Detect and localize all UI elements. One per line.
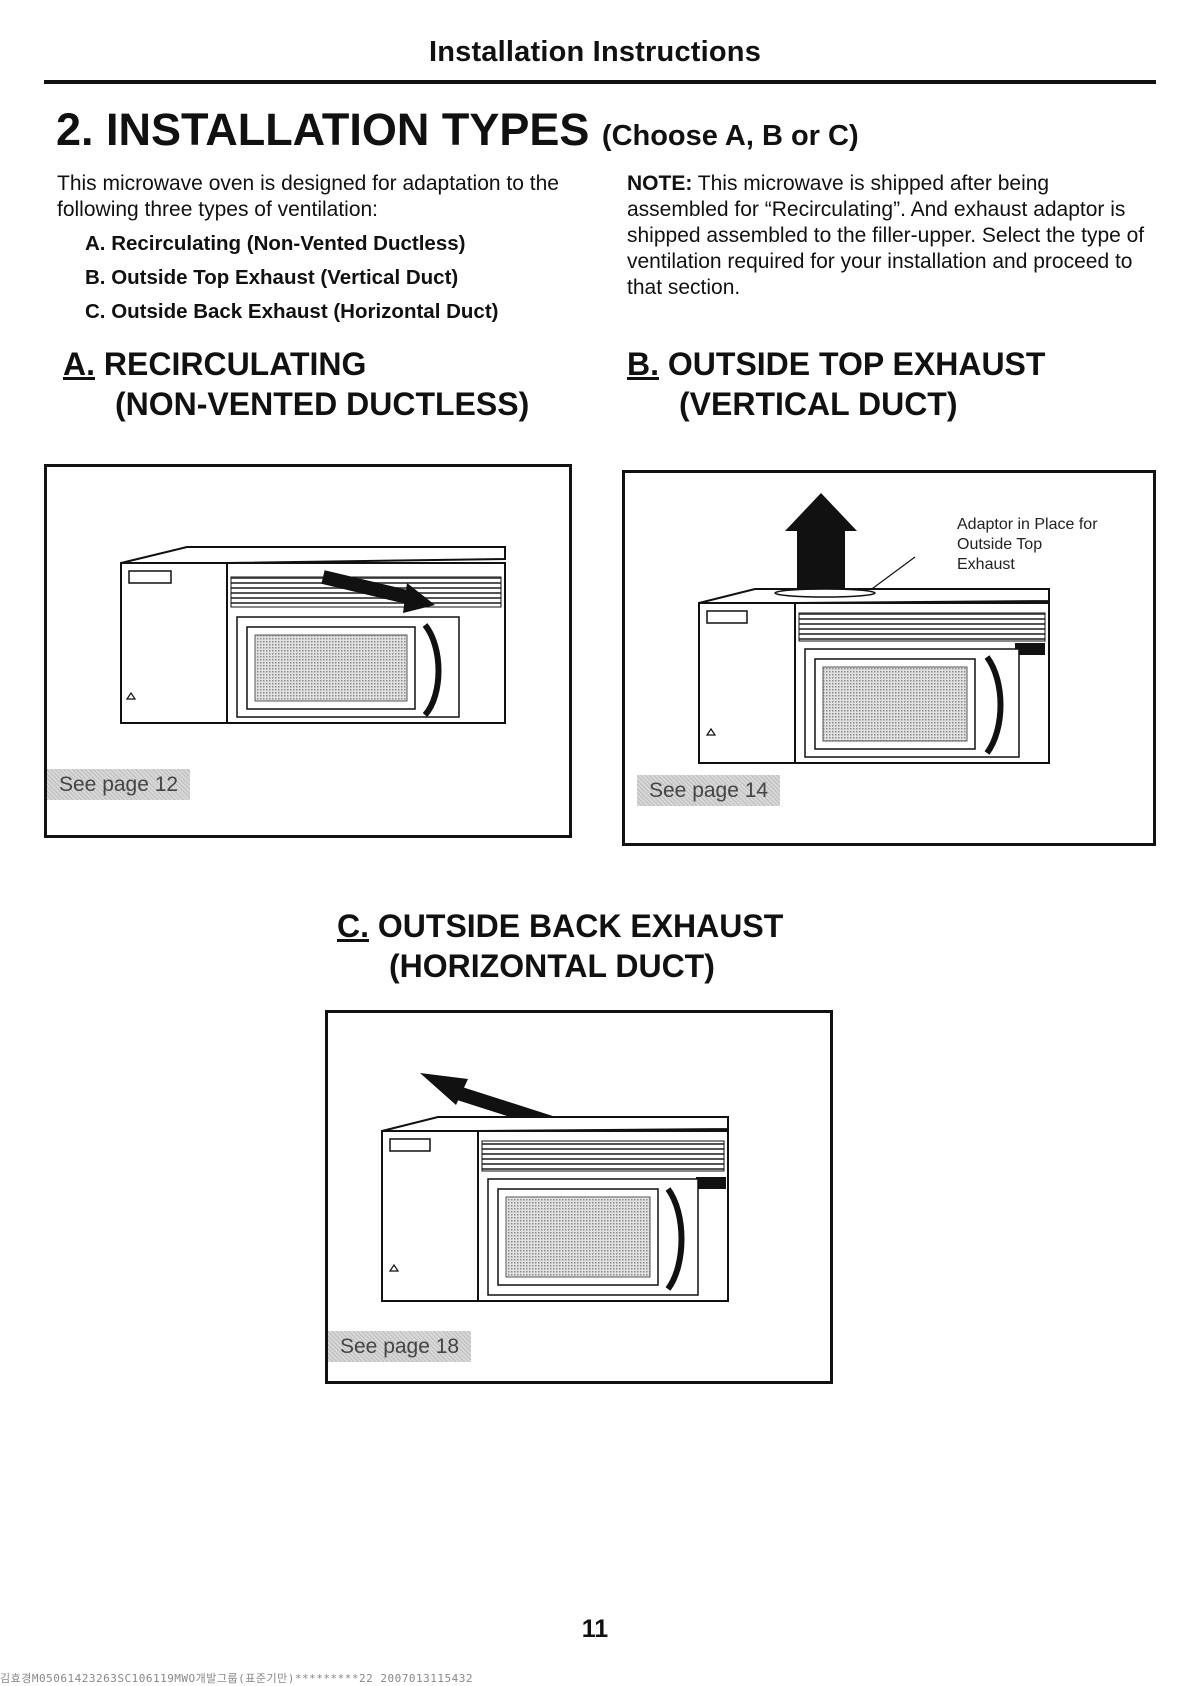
see-page-18[interactable]: See page 18 xyxy=(328,1331,472,1362)
up-arrow-icon xyxy=(785,493,857,589)
note-text: This microwave is shipped after being as… xyxy=(627,172,1145,299)
intro-text: This microwave oven is designed for adap… xyxy=(57,172,559,221)
option-c-line2: (HORIZONTAL DUCT) xyxy=(389,948,715,984)
adaptor-callout: Adaptor in Place for Outside Top Exhaust xyxy=(957,515,1098,575)
option-a-heading: A. RECIRCULATING (NON-VENTED DUCTLESS) xyxy=(63,344,529,424)
header-rule xyxy=(44,80,1156,84)
microwave-illustration xyxy=(381,1073,729,1302)
type-item-b: B. Outside Top Exhaust (Vertical Duct) xyxy=(85,266,459,289)
section-subtitle: (Choose A, B or C) xyxy=(601,120,859,152)
option-a-line1: RECIRCULATING xyxy=(103,346,367,382)
option-b-line1: OUTSIDE TOP EXHAUST xyxy=(667,346,1046,382)
panel-a: See page 12 xyxy=(44,464,572,838)
microwave-illustration xyxy=(698,493,1050,764)
ventilation-type-list: A. Recirculating (Non-Vented Ductless) B… xyxy=(57,231,567,325)
panel-c: See page 18 xyxy=(325,1010,833,1384)
panel-b: Adaptor in Place for Outside Top Exhaust… xyxy=(622,470,1156,846)
callout-line-3: Exhaust xyxy=(957,556,1015,573)
microwave-illustration xyxy=(120,546,506,724)
back-exhaust-arrow-icon xyxy=(420,1073,468,1105)
page-number: 11 xyxy=(581,1615,609,1643)
note-block: NOTE: This microwave is shipped after be… xyxy=(627,171,1147,301)
see-page-12[interactable]: See page 12 xyxy=(47,769,191,800)
print-code: 김효경M05061423263SC106119MWO개발그룹(표준기만)****… xyxy=(0,1672,473,1685)
option-b-heading: B. OUTSIDE TOP EXHAUST (VERTICAL DUCT) xyxy=(627,344,1045,424)
intro-block: This microwave oven is designed for adap… xyxy=(57,171,567,333)
callout-line-2: Outside Top xyxy=(957,536,1043,553)
section-title: 2. INSTALLATION TYPES (Choose A, B or C) xyxy=(56,104,859,156)
option-c-heading: C. OUTSIDE BACK EXHAUST (HORIZONTAL DUCT… xyxy=(337,906,783,986)
section-number: 2. xyxy=(56,104,94,155)
option-c-letter: C. xyxy=(337,908,369,944)
option-c-line1: OUTSIDE BACK EXHAUST xyxy=(377,908,784,944)
option-b-letter: B. xyxy=(627,346,659,382)
type-item-a: A. Recirculating (Non-Vented Ductless) xyxy=(85,232,466,255)
see-page-14[interactable]: See page 14 xyxy=(637,775,781,806)
callout-line-1: Adaptor in Place for xyxy=(957,516,1098,533)
option-b-line2: (VERTICAL DUCT) xyxy=(679,386,958,422)
note-label: NOTE: xyxy=(627,172,693,195)
option-a-letter: A. xyxy=(63,346,95,382)
running-title: Installation Instructions xyxy=(428,36,762,68)
section-title-text: INSTALLATION TYPES xyxy=(106,104,590,155)
recirculation-arrow-icon xyxy=(403,583,435,613)
option-a-line2: (NON-VENTED DUCTLESS) xyxy=(115,386,530,422)
type-item-c: C. Outside Back Exhaust (Horizontal Duct… xyxy=(85,300,499,323)
